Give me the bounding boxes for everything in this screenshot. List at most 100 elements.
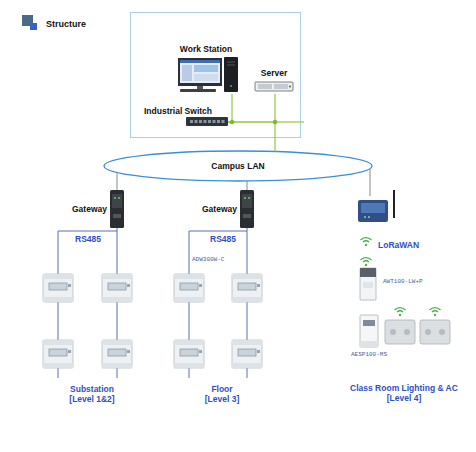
rs485-wire (247, 262, 248, 274)
meter-display (180, 283, 198, 290)
diagram-title: Structure (46, 19, 86, 29)
meter-display (363, 320, 375, 326)
rs485-wire (58, 302, 59, 340)
keyboard (180, 89, 216, 92)
part-label: ADW300W-C (192, 256, 224, 263)
gateway-led (118, 197, 120, 199)
meter-button (127, 350, 130, 353)
workstation-icon: Work Station (170, 42, 242, 94)
switch-port (204, 120, 207, 123)
meter-display (238, 349, 256, 356)
meter-button (127, 284, 130, 287)
monitor-screen (180, 60, 220, 83)
switch-port (213, 120, 216, 123)
network-connector (228, 94, 275, 122)
screen-chart (194, 65, 218, 72)
gateway-led (244, 197, 246, 199)
meter-terminals (232, 274, 262, 279)
switch-port (208, 120, 211, 123)
lan-ellipse (104, 151, 372, 181)
monitor-frame (178, 58, 222, 86)
server-led (289, 86, 291, 88)
lora-body (358, 200, 388, 222)
meter-body (232, 274, 262, 302)
network-connector (58, 228, 117, 262)
meter-terminals (43, 274, 73, 279)
meter-body (232, 340, 262, 368)
gateway-panel (242, 194, 252, 208)
meter-terminals (43, 340, 73, 345)
network-connector (228, 122, 275, 152)
meter-button (199, 284, 202, 287)
rs485-wire (247, 302, 248, 340)
server-chassis (255, 82, 293, 91)
network-connector (189, 228, 247, 262)
antenna (393, 190, 395, 218)
rs485-wire (58, 368, 59, 378)
bus-label: RS485 (75, 234, 101, 244)
meter-terminals (360, 341, 378, 347)
meter-button (257, 284, 260, 287)
collector-top (360, 268, 376, 277)
meter-button (257, 350, 260, 353)
meter-display (108, 283, 126, 290)
meter-terminals (102, 340, 132, 345)
meter-terminals (232, 340, 262, 345)
node-text: Work Station (170, 44, 242, 54)
meter-body (43, 340, 73, 368)
network-connector (117, 172, 118, 190)
junction-dot (230, 120, 234, 124)
meter-display (180, 349, 198, 356)
collector-label (363, 282, 373, 288)
meter-group-graphic (161, 262, 276, 404)
meter-group: Substation [Level 1&2] (30, 262, 145, 404)
rs485-wire (117, 368, 118, 378)
gateway-port (243, 214, 251, 218)
meter-terminals (174, 340, 204, 345)
lorawan-collector: AWT100-LW+P (358, 268, 380, 302)
server-icon: Server (252, 68, 296, 94)
rs485-wire (189, 368, 190, 378)
network-connector (228, 94, 232, 122)
aesp-group: AESP100-MSClass Room Lighting & AC [Leve… (345, 305, 463, 405)
gateway-body (110, 190, 124, 228)
rs485-wire (189, 262, 190, 274)
meter-body (174, 340, 204, 368)
server-bay (258, 84, 272, 89)
switch-port (199, 120, 202, 123)
gateway-panel (112, 194, 122, 208)
lorawan-collector-graphic (358, 268, 380, 302)
meter-display (49, 349, 67, 356)
node-text: Campus LAN (103, 161, 373, 171)
node-text: AWT100-LW+P (383, 278, 423, 285)
lorawan-gateway: LoRaWAN (356, 196, 398, 224)
title-icon (30, 23, 37, 30)
node-text: Industrial Switch (144, 106, 212, 116)
lora-led (368, 216, 370, 218)
rs485-wire (117, 302, 118, 340)
rs485-wire (189, 302, 190, 340)
meter-body (360, 315, 378, 347)
tower-slot (227, 62, 235, 63)
sensor-hole (425, 329, 431, 335)
sensor-hole (404, 329, 410, 335)
screen-bar (180, 60, 220, 63)
pc-tower (224, 57, 238, 92)
gateway-body (240, 190, 254, 228)
meter-terminals (43, 363, 73, 368)
bus-label: RS485 (210, 234, 236, 244)
wifi-symbol (361, 238, 372, 247)
sensor-hole (390, 329, 396, 335)
junction-dot (273, 120, 277, 124)
wifi-symbol (430, 308, 441, 317)
tower-slot (227, 65, 235, 66)
switch-body (186, 117, 228, 126)
meter-display (238, 283, 256, 290)
meter-body (102, 274, 132, 302)
sensor-hole (439, 329, 445, 335)
lorawan-gateway-graphic (356, 196, 398, 224)
meter-terminals (174, 363, 204, 368)
power-led (230, 85, 232, 87)
lora-led (364, 216, 366, 218)
